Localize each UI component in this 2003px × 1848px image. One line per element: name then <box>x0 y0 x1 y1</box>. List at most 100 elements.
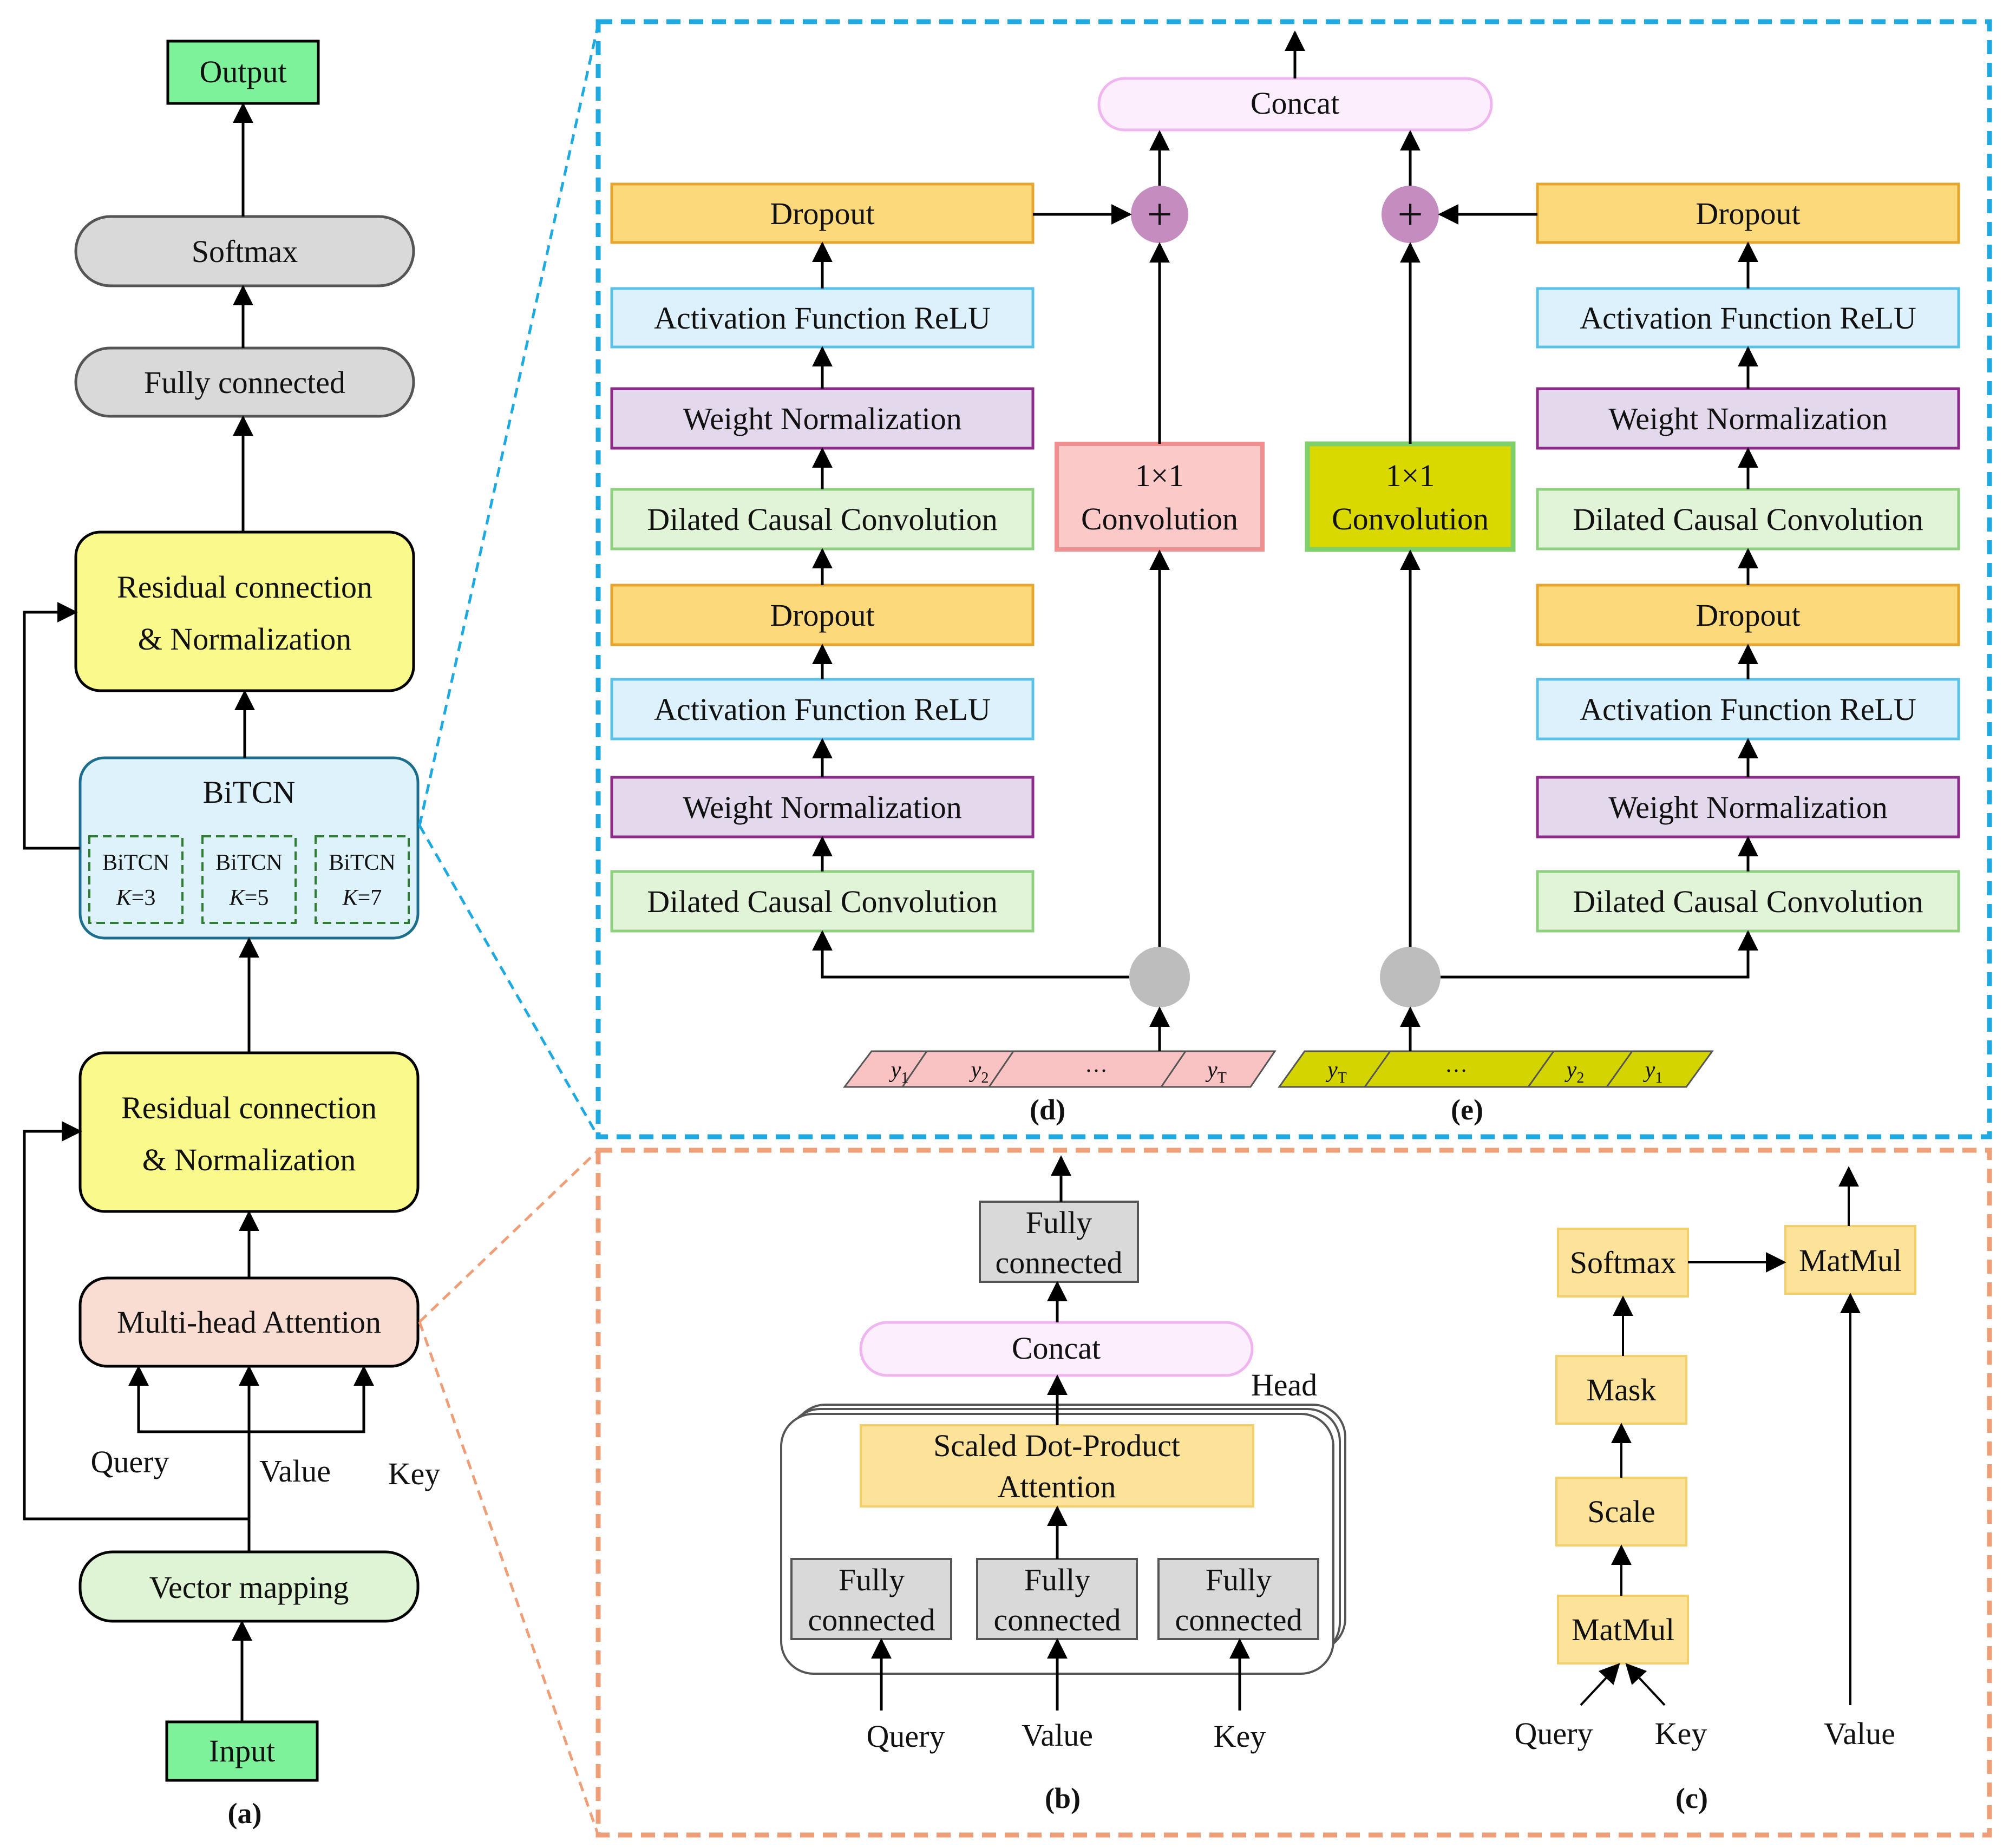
softmax-c-box <box>1557 1228 1689 1297</box>
matmul-c-top-box <box>1784 1225 1916 1295</box>
caption-c: (c) <box>1675 1782 1708 1814</box>
dilated-conv-d-top <box>610 488 1035 551</box>
weight-norm-e-top <box>1536 387 1960 450</box>
panel-b-arrows <box>871 1155 1250 1711</box>
seq-d-item-2: y2 <box>969 1058 989 1086</box>
sub-bitcn-k5-name: BiTCN <box>215 850 283 875</box>
relu-d-bottom <box>610 678 1035 740</box>
residual-bottom-line1: Residual connection <box>121 1090 377 1125</box>
conv1x1-d-box <box>1055 442 1265 552</box>
dilated-conv-d-bottom <box>610 870 1035 933</box>
relu-e-bottom <box>1536 678 1960 740</box>
key-label-a: Key <box>388 1456 441 1491</box>
panel-e: + 1×1 Convolution Dropout Activation Fun… <box>1278 130 1960 1126</box>
dilated-conv-e-top-label: Dilated Causal Convolution <box>1573 502 1923 537</box>
fc-b-value-box <box>976 1558 1138 1640</box>
conv1x1-e-line2: Convolution <box>1332 501 1489 536</box>
softmax-c-label: Softmax <box>1570 1245 1677 1280</box>
matmul-c-bottom-label: MatMul <box>1572 1612 1674 1647</box>
mask-c-label: Mask <box>1587 1372 1657 1407</box>
value-label-a: Value <box>259 1453 331 1489</box>
plus-e-sign: + <box>1397 189 1423 240</box>
dilated-conv-e-bottom-label: Dilated Causal Convolution <box>1573 884 1923 919</box>
relu-e-top-label: Activation Function ReLU <box>1580 300 1916 336</box>
caption-e: (e) <box>1451 1093 1483 1126</box>
sub-bitcn-k3-param: K=3 <box>116 886 156 910</box>
sub-bitcn-k3-name: BiTCN <box>102 850 169 875</box>
fc-b-top-line1: Fully <box>1026 1205 1092 1240</box>
query-label-c: Query <box>1515 1716 1593 1751</box>
bitcn-zoom-line-top <box>418 24 600 826</box>
sub-bitcn-k3 <box>88 835 184 924</box>
zoom-connectors <box>418 24 600 1836</box>
scale-c-label: Scale <box>1587 1494 1655 1529</box>
seq-d-item-1: y1 <box>889 1058 909 1086</box>
fc-b-query-box <box>790 1558 952 1640</box>
fc-b-top-line2: connected <box>995 1245 1122 1280</box>
caption-a: (a) <box>228 1797 262 1830</box>
dropout-d-bottom-label: Dropout <box>770 598 874 633</box>
conv1x1-d-line2: Convolution <box>1081 501 1238 536</box>
panel-c-arrows <box>1580 1166 1861 1706</box>
panel-a-arrows <box>23 102 374 1722</box>
dropout-d-top-label: Dropout <box>770 196 874 231</box>
residual-top-line2: & Normalization <box>138 621 352 657</box>
sdpa-line1: Scaled Dot-Product <box>933 1428 1180 1463</box>
panel-a: Output Softmax Fully connected Residual … <box>23 40 441 1830</box>
mha-zoom-line-bottom <box>418 1321 600 1836</box>
panel-d: Concat Dropout Activation Function ReLU … <box>610 30 1493 1126</box>
arrow-key-mha <box>249 1365 374 1433</box>
fully-connected-label: Fully connected <box>144 365 345 400</box>
seq-e-item-1: yT <box>1325 1058 1347 1086</box>
dilated-conv-d-top-label: Dilated Causal Convolution <box>647 502 998 537</box>
dropout-e-bottom-label: Dropout <box>1696 598 1800 633</box>
fc-b-value-line2: connected <box>993 1602 1121 1637</box>
skip-arrow-top <box>23 602 80 850</box>
seq-d-item-3: … <box>1085 1052 1108 1077</box>
seq-e-item-2: … <box>1445 1052 1468 1077</box>
fc-b-query-line2: connected <box>808 1602 935 1637</box>
sub-bitcn-k7-name: BiTCN <box>329 850 396 875</box>
sequence-e-band <box>1278 1050 1714 1088</box>
scale-c-box <box>1555 1477 1687 1546</box>
plus-d-sign: + <box>1147 189 1172 240</box>
weight-norm-e-top-label: Weight Normalization <box>1608 401 1888 436</box>
fc-b-query-line1: Fully <box>839 1562 905 1597</box>
panel-d-arrows <box>812 30 1305 1051</box>
arrow-query-mha <box>128 1365 249 1433</box>
output-box <box>166 40 320 105</box>
conv1x1-d-line1: 1×1 <box>1135 458 1184 493</box>
query-label-a: Query <box>91 1444 169 1479</box>
sub-bitcn-k7 <box>315 835 410 924</box>
caption-d: (d) <box>1030 1093 1065 1126</box>
bitcn-detail-frame <box>595 19 1992 1139</box>
key-label-c: Key <box>1655 1716 1707 1751</box>
seq-e-item-4: y1 <box>1643 1058 1663 1086</box>
weight-norm-d-top-label: Weight Normalization <box>683 401 962 436</box>
panel-e-arrows <box>1400 130 1758 1051</box>
residual-norm-bottom-box <box>78 1051 420 1213</box>
sequence-e: yT … y2 y1 <box>1278 1050 1714 1088</box>
split-node-e <box>1380 947 1441 1007</box>
softmax-label: Softmax <box>192 234 298 269</box>
sub-bitcn-k7-param: K=7 <box>342 886 382 910</box>
relu-e-bottom-label: Activation Function ReLU <box>1580 692 1916 727</box>
sequence-d: y1 y2 … yT <box>842 1050 1277 1088</box>
key-label-b: Key <box>1214 1719 1266 1754</box>
dropout-d-top <box>610 182 1035 244</box>
matmul-c-bottom-box <box>1557 1595 1689 1664</box>
caption-b: (b) <box>1045 1782 1081 1814</box>
weight-norm-d-top <box>610 387 1035 450</box>
fc-b-key-line2: connected <box>1175 1602 1302 1637</box>
bitcn-label: BiTCN <box>203 775 296 810</box>
sdpa-line2: Attention <box>997 1469 1116 1504</box>
weight-norm-e-bottom-label: Weight Normalization <box>1608 790 1888 825</box>
relu-d-bottom-label: Activation Function ReLU <box>654 692 991 727</box>
conv1x1-e-box <box>1305 441 1516 552</box>
skip-arrow-bottom <box>23 1121 249 1521</box>
sub-bitcn-k5-param: K=5 <box>229 886 269 910</box>
vector-mapping-label: Vector mapping <box>149 1570 349 1605</box>
value-label-c: Value <box>1824 1716 1895 1751</box>
value-label-b: Value <box>1022 1718 1093 1753</box>
